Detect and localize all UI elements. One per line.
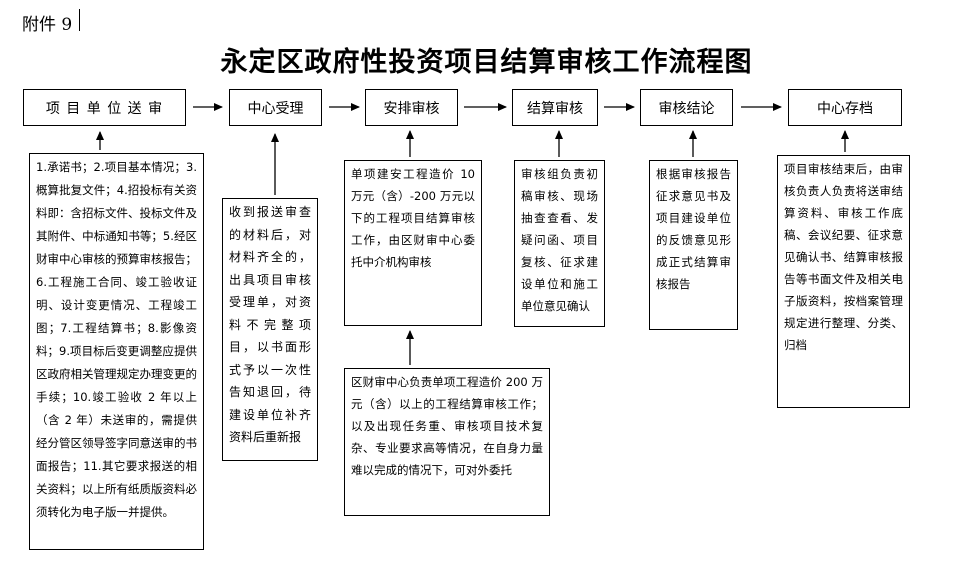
step-arrange: 安排审核 bbox=[365, 89, 458, 126]
note-arrange-lower: 区财审中心负责单项工程造价 200 万元（含）以上的工程结算审核工作；以及出现任… bbox=[344, 368, 550, 516]
note-audit: 审核组负责初稿审核、现场抽查查看、发疑问函、项目复核、征求建设单位和施工单位意见… bbox=[514, 160, 605, 327]
annex-label: 附件 9 bbox=[22, 15, 73, 35]
step-accept: 中心受理 bbox=[229, 89, 322, 126]
text-cursor bbox=[79, 9, 80, 31]
note-archive: 项目审核结束后，由审核负责人负责将送审结算资料、审核工作底稿、会议纪要、征求意见… bbox=[777, 155, 910, 408]
step-submit: 项 目 单 位 送 审 bbox=[23, 89, 186, 126]
note-submit: 1.承诺书；2.项目基本情况；3.概算批复文件；4.招投标有关资料即：含招标文件… bbox=[29, 153, 204, 550]
step-archive: 中心存档 bbox=[788, 89, 902, 126]
note-arrange-upper: 单项建安工程造价 10 万元（含）-200 万元以下的工程项目结算审核工作，由区… bbox=[344, 160, 482, 326]
note-accept: 收到报送审查的材料后，对材料齐全的，出具项目审核受理单，对资料不完整项目，以书面… bbox=[222, 198, 318, 461]
page-title: 永定区政府性投资项目结算审核工作流程图 bbox=[220, 47, 753, 78]
step-conclusion: 审核结论 bbox=[640, 89, 733, 126]
step-audit: 结算审核 bbox=[512, 89, 598, 126]
note-conclusion: 根据审核报告征求意见书及项目建设单位的反馈意见形成正式结算审核报告 bbox=[649, 160, 738, 330]
